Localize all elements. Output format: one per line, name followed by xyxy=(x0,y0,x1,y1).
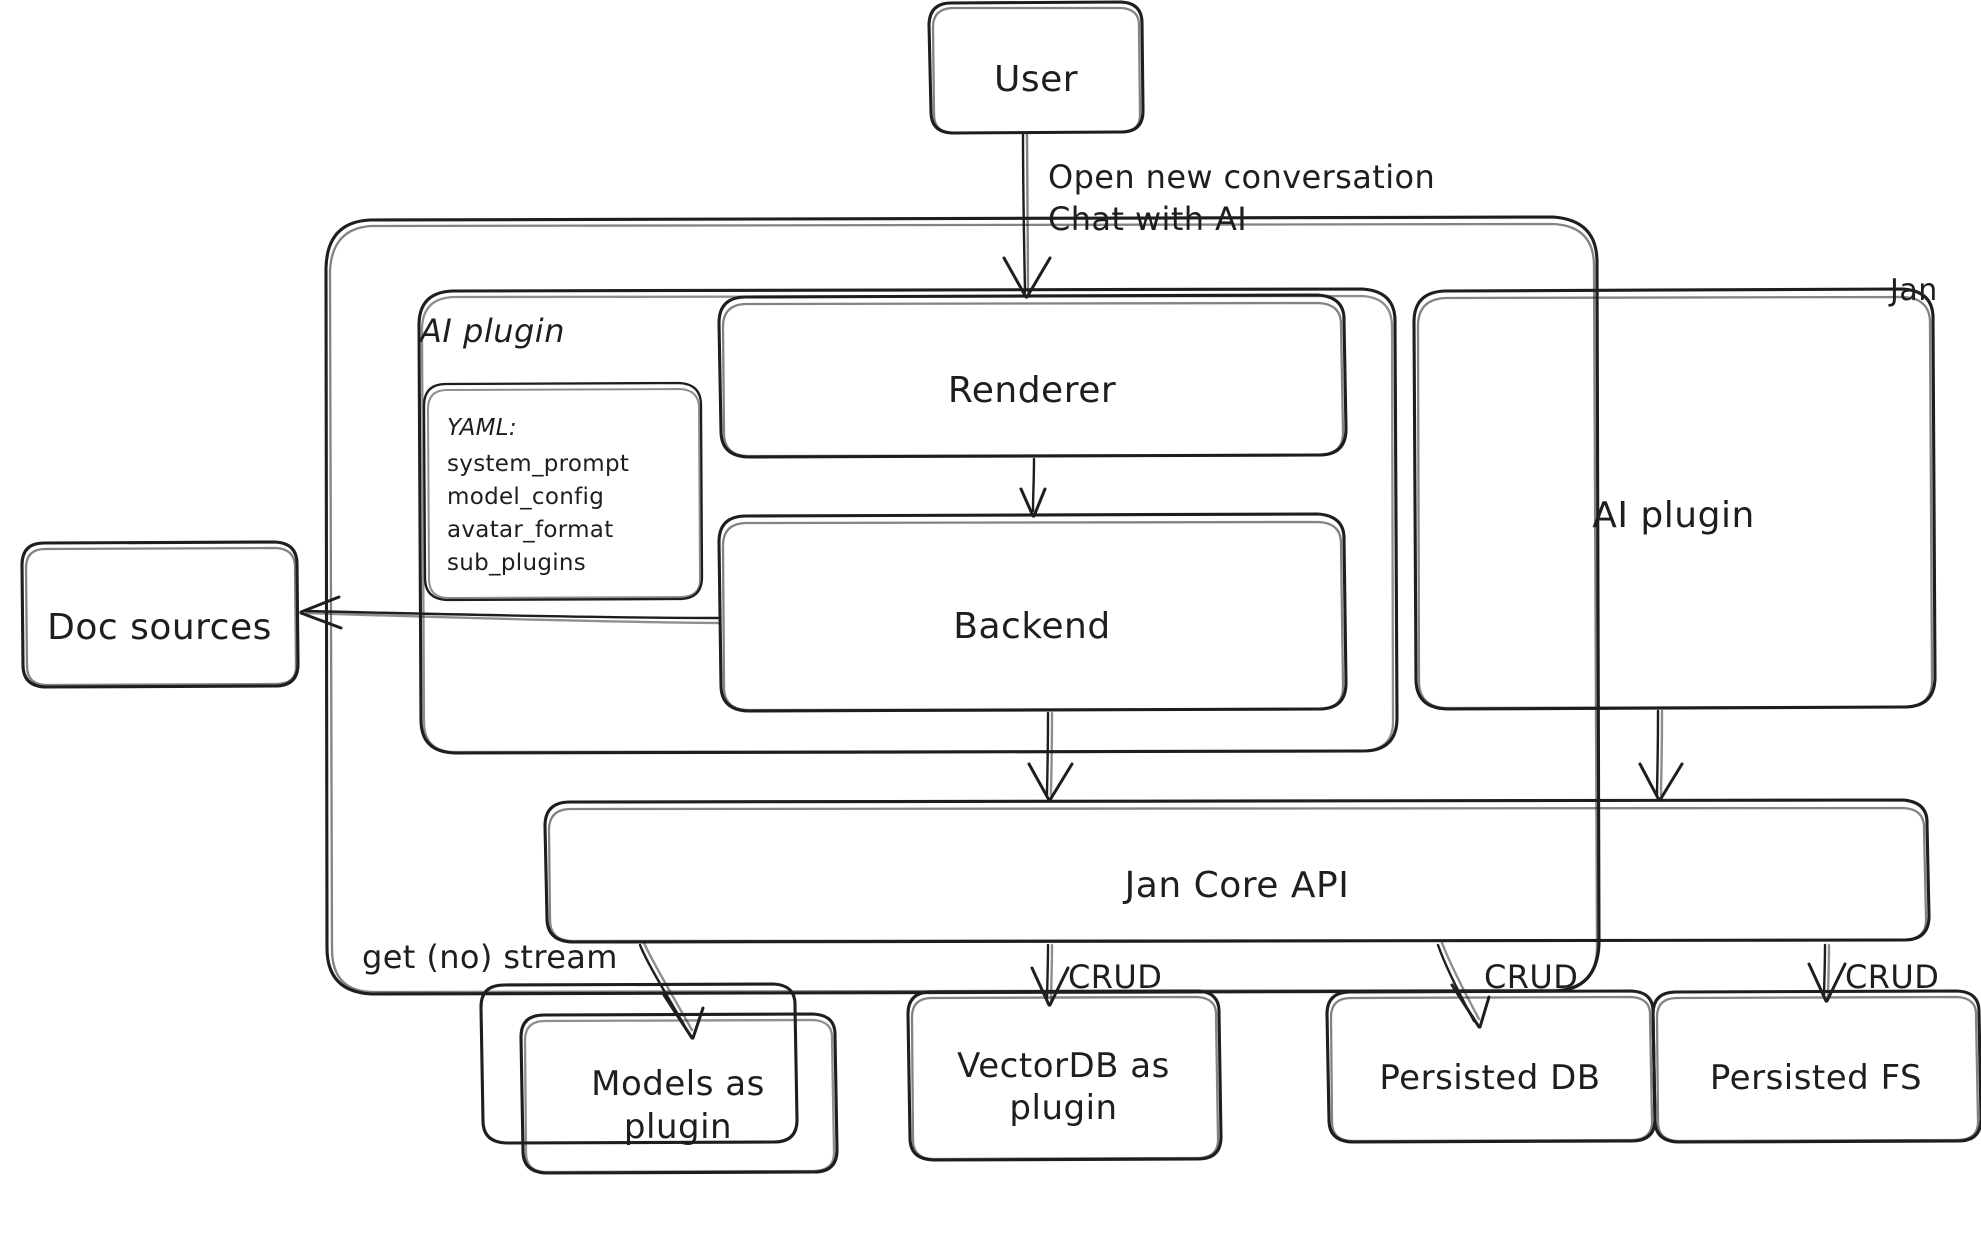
container-jan xyxy=(324,215,1601,996)
node-vectordb-as-plugin[interactable] xyxy=(908,1014,1219,1160)
edge-user-to-renderer xyxy=(1002,132,1052,299)
node-backend-box[interactable] xyxy=(717,512,1348,713)
node-doc-sources-box[interactable] xyxy=(20,540,300,689)
node-yaml-config xyxy=(424,384,701,600)
node-persisted-db[interactable] xyxy=(1327,1014,1653,1142)
node-vectordb-as-plugin-box[interactable] xyxy=(906,989,1223,1162)
node-renderer[interactable] xyxy=(719,323,1345,457)
node-doc-sources[interactable] xyxy=(22,565,297,689)
node-renderer-box[interactable] xyxy=(717,293,1348,459)
node-jan-core-api[interactable] xyxy=(545,826,1929,944)
yaml-item-model-config: model_config xyxy=(447,484,605,510)
node-user-box[interactable] xyxy=(927,0,1145,135)
edge-core-api-to-models xyxy=(638,941,705,1040)
edge-renderer-to-backend xyxy=(1019,457,1047,518)
edge-label-crud-persisted-fs: CRUD xyxy=(1845,958,1940,996)
node-ai-plugin-right-box[interactable] xyxy=(1412,287,1937,711)
container-label-jan: Jan xyxy=(1890,273,1938,308)
node-user[interactable] xyxy=(929,24,1143,134)
node-persisted-fs-box[interactable] xyxy=(1651,989,1981,1144)
edge-label-crud-vectordb: CRUD xyxy=(1068,958,1163,996)
edge-label-crud-persisted-db: CRUD xyxy=(1484,958,1579,996)
yaml-header: YAML: xyxy=(447,415,517,441)
container-ai-plugin-group xyxy=(417,287,1399,755)
edge-backend-to-core-api xyxy=(1027,711,1074,802)
node-ai-plugin-right[interactable] xyxy=(1414,322,1933,709)
yaml-item-system-prompt: system_prompt xyxy=(447,451,630,477)
edge-label-user-to-renderer: Open new conversation Chat with AI xyxy=(1048,158,1436,238)
edge-core-api-to-vectordb xyxy=(1030,943,1070,1007)
edge-core-api-to-persisted-fs xyxy=(1807,943,1847,1003)
edge-label-get-no-stream: get (no) stream xyxy=(362,938,618,976)
container-label-ai-plugin-group: AI plugin xyxy=(420,312,565,350)
node-models-as-plugin-box[interactable] xyxy=(479,982,839,1175)
yaml-item-avatar-format: avatar_format xyxy=(447,517,614,543)
node-persisted-fs[interactable] xyxy=(1653,1014,1979,1142)
edge-backend-to-doc-sources xyxy=(299,595,720,630)
node-yaml-box xyxy=(422,381,704,602)
node-models-as-plugin[interactable] xyxy=(481,985,838,1174)
edge-core-api-to-persisted-db xyxy=(1436,941,1491,1029)
node-backend[interactable] xyxy=(719,542,1345,711)
edge-ai-plugin-to-core-api xyxy=(1638,709,1684,802)
node-jan-core-api-box[interactable] xyxy=(543,798,1931,944)
yaml-item-sub-plugins: sub_plugins xyxy=(447,550,587,576)
